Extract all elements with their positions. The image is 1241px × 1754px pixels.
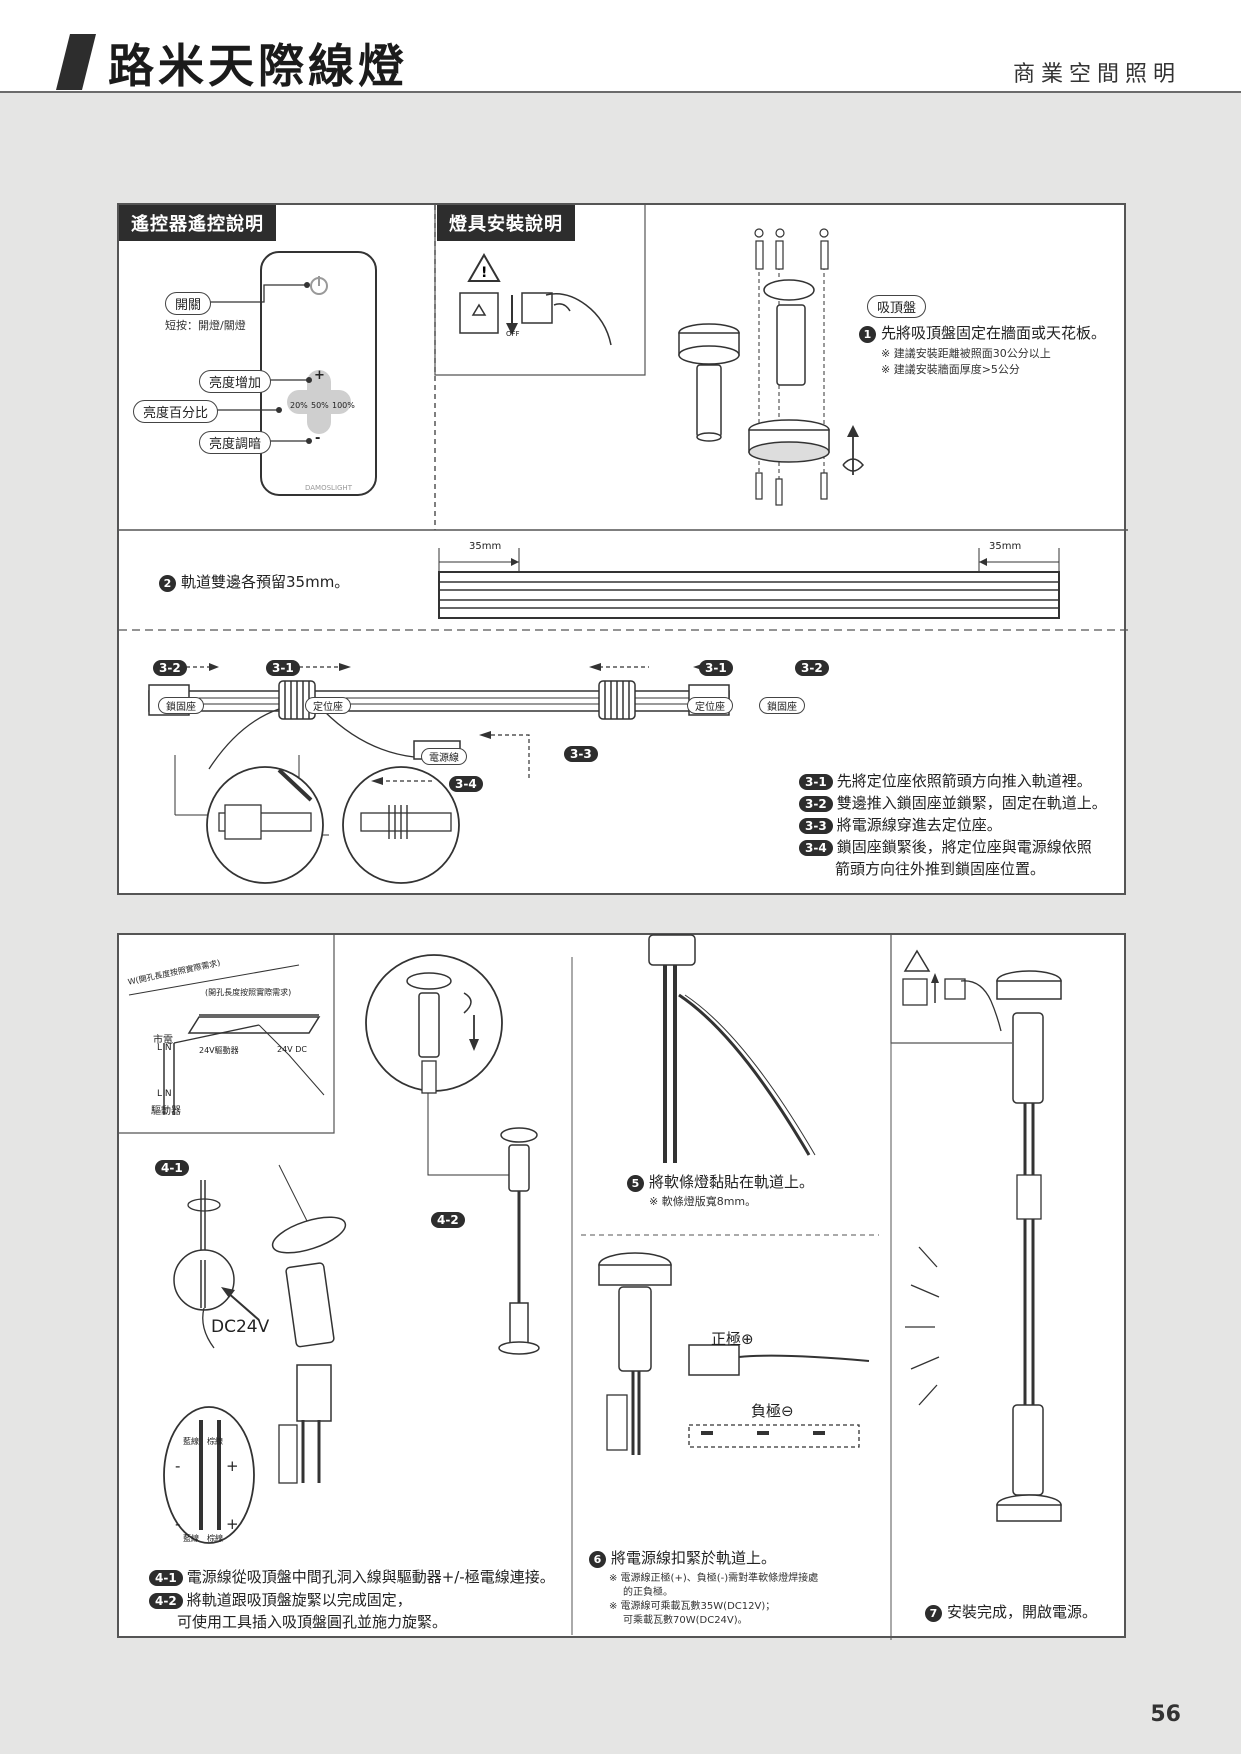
ln-bottom-label: L N	[157, 1089, 172, 1099]
pos-pole-label: 正極⊕	[711, 1330, 754, 1348]
installed-pendant-illustration	[905, 970, 1062, 1522]
install-section-title: 燈具安裝說明	[437, 205, 575, 241]
tag-4-2: 4-2	[431, 1209, 469, 1228]
pendant-rotate-detail-illustration	[365, 954, 540, 1355]
track-dimension-illustration	[438, 548, 1060, 619]
dc24v-label: DC24V	[211, 1317, 270, 1337]
tag-3-3: 3-3	[564, 743, 602, 762]
install-step1-note2: ※ 建議安裝牆面厚度>5公分	[881, 363, 1020, 376]
tag-3-4: 3-4	[449, 773, 487, 792]
page-number: 56	[1150, 1702, 1181, 1727]
install-step1: 1 先將吸頂盤固定在牆面或天花板。	[859, 322, 1106, 343]
off-label: OFF	[506, 330, 520, 338]
bright-pct-label: 亮度百分比	[133, 400, 219, 423]
lock-seat-label-right: 鎖固座	[759, 697, 805, 714]
remote-20-key[interactable]: 20%	[290, 401, 308, 410]
step4-2-text-cont: 可使用工具插入吸頂盤圓孔並施力旋緊。	[177, 1613, 448, 1631]
dc24-label: 24V DC	[277, 1045, 307, 1054]
step3-4-text-cont: 箭頭方向往外推到鎖固座位置。	[835, 860, 1046, 878]
remote-100-key[interactable]: 100%	[332, 401, 355, 410]
step2-number: 2	[159, 575, 176, 592]
remote-50-key[interactable]: 50%	[311, 401, 329, 410]
neg-sign-top: -	[175, 1457, 181, 1475]
page-header: 路米天際線燈 商業空間照明	[0, 0, 1241, 93]
step6-note2: ※ 電源線可乘載瓦數35W(DC12V)；	[609, 1601, 776, 1612]
remote-callout-lines	[209, 282, 312, 444]
category-label: 商業空間照明	[1012, 62, 1181, 87]
install-step2-text: 軌道雙邊各預留35mm。	[181, 573, 350, 591]
remote-illustration	[260, 251, 377, 496]
dim-left-label: 35mm	[469, 541, 502, 552]
wiring-diagram	[128, 964, 325, 1115]
driver-label: 驅動器	[151, 1106, 181, 1117]
remote-section-title: 遙控器遙控說明	[119, 205, 276, 241]
step5-note: ※ 軟條燈版寬8mm。	[649, 1195, 757, 1208]
wire-note-2: (開孔長度按照實際需求)	[205, 988, 292, 997]
panel1-dividers	[119, 205, 1128, 631]
brown-wire-label-top: 棕線	[207, 1437, 223, 1446]
page-title: 路米天際線燈	[108, 39, 408, 93]
power-label: 開關	[165, 292, 212, 315]
tag-3-1-left: 3-1	[266, 657, 304, 676]
svg-text:!: !	[481, 265, 487, 281]
instruction-panel-bottom: W(開孔長度按照實際需求) (開孔長度按照實際需求) 市電 24V驅動器 24V…	[117, 933, 1126, 1640]
tag-3-2-left: 3-2	[153, 657, 191, 676]
track-assembly-illustration	[148, 663, 730, 884]
power-on-warning-illustration	[902, 949, 1002, 1032]
pos-sign-bottom: +	[226, 1515, 239, 1533]
driver24-label: 24V驅動器	[199, 1046, 239, 1055]
lock-seat-label-left: 鎖固座	[158, 697, 204, 714]
neg-sign-bottom: -	[175, 1515, 181, 1533]
install-step1-note1: ※ 建議安裝距離被照面30公分以上	[881, 347, 1051, 360]
ceiling-mount-exploded-illustration	[678, 228, 864, 506]
step6-note1b: 的正負極。	[623, 1587, 673, 1598]
neg-pole-label: 負極⊖	[751, 1402, 794, 1420]
remote-brand-label: DAMOSLIGHT	[305, 484, 352, 492]
dim-right-label: 35mm	[989, 541, 1022, 552]
brown-wire-label-bottom: 棕線	[207, 1534, 223, 1543]
pos-seat-label-right: 定位座	[687, 697, 733, 714]
blue-wire-label-top: 藍線	[183, 1437, 199, 1446]
blue-wire-label-bottom: 藍線	[183, 1534, 199, 1543]
mains-label: 市電	[153, 1035, 173, 1046]
mount-label: 吸頂盤	[867, 295, 927, 318]
install-step2: 2 軌道雙邊各預留35mm。	[159, 571, 349, 592]
remote-minus-key[interactable]: -	[315, 431, 321, 446]
tag-3-1-right: 3-1	[699, 657, 737, 676]
ln-top-label: L N	[157, 1043, 172, 1053]
remote-plus-key[interactable]: +	[314, 368, 325, 383]
pos-seat-label-left: 定位座	[305, 697, 351, 714]
ceiling-wire-detail-illustration	[163, 1180, 260, 1544]
tag-3-2-right: 3-2	[795, 657, 833, 676]
pos-sign-top: +	[226, 1457, 239, 1475]
bright-up-label: 亮度增加	[199, 370, 272, 393]
step6-note1: ※ 電源線正極(+)、負極(-)需對準軟條燈焊接處	[609, 1573, 819, 1584]
step6-note2b: 可乘載瓦數70W(DC24V)。	[623, 1615, 748, 1626]
header-rule	[0, 91, 1241, 93]
mount-wire-connection-illustration	[271, 1164, 347, 1484]
power-cord-label: 電源線	[421, 748, 467, 765]
bright-down-label: 亮度調暗	[199, 431, 272, 454]
led-strip-attach-illustration	[648, 934, 816, 1163]
power-note: 短按：開燈/關燈	[165, 319, 246, 332]
panel2-dividers	[119, 935, 1012, 1640]
install-step1-text: 先將吸頂盤固定在牆面或天花板。	[881, 324, 1107, 342]
instruction-panel-top: 遙控器遙控說明 燈具安裝說明 + - 20% 50% 100% DAMOSLIG…	[117, 203, 1128, 895]
title-slash-mark	[56, 34, 96, 90]
step1-number: 1	[859, 326, 876, 343]
power-cord-clip-illustration	[598, 1252, 870, 1455]
power-off-warning-illustration: !	[459, 252, 612, 346]
tag-4-1: 4-1	[155, 1157, 193, 1176]
